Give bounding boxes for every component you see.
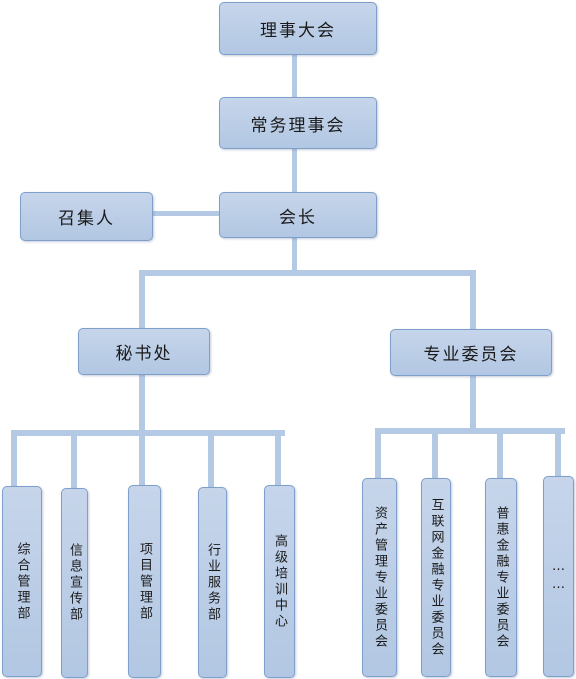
node-committees: 专业委员会 xyxy=(390,329,552,376)
connector-committee-2 xyxy=(432,428,438,478)
dept-project-management-label: 项目管理部 xyxy=(137,541,152,622)
connector-dept-4 xyxy=(208,430,214,487)
committee-more-label: …… xyxy=(551,558,566,595)
connector-dept-1 xyxy=(11,430,17,486)
dept-industry-service: 行业服务部 xyxy=(198,487,227,678)
connector-assembly-standing xyxy=(292,55,297,97)
connector-standing-president xyxy=(292,149,297,192)
connector-to-committees xyxy=(470,270,476,329)
connector-dept-3 xyxy=(139,430,145,485)
connector-committees-horizontal xyxy=(375,428,565,434)
connector-dept-5 xyxy=(275,430,281,485)
connector-convener-president xyxy=(152,211,219,216)
connector-president-down xyxy=(292,238,297,271)
dept-information-publicity: 信息宣传部 xyxy=(61,488,88,678)
connector-dept-2 xyxy=(71,430,77,488)
committee-internet-finance-label: 互联网金融专业委员会 xyxy=(428,497,444,658)
connector-secretariat-down xyxy=(139,374,145,432)
committee-inclusive-finance-label: 普惠金融专业委员会 xyxy=(493,505,509,650)
dept-project-management: 项目管理部 xyxy=(128,485,161,678)
node-secretariat: 秘书处 xyxy=(78,328,210,375)
committee-more: …… xyxy=(543,476,574,677)
dept-information-publicity-label: 信息宣传部 xyxy=(67,543,82,623)
connector-secretariat-horizontal xyxy=(11,430,285,436)
node-standing-council: 常务理事会 xyxy=(219,97,377,149)
committee-inclusive-finance: 普惠金融专业委员会 xyxy=(485,478,517,677)
connector-president-horizontal xyxy=(139,270,476,276)
connector-committees-down xyxy=(470,375,476,430)
committee-asset-management: 资产管理专业委员会 xyxy=(362,478,397,677)
node-convener: 召集人 xyxy=(20,192,153,241)
committee-asset-management-label: 资产管理专业委员会 xyxy=(372,505,387,650)
node-committees-label: 专业委员会 xyxy=(423,345,519,365)
node-secretariat-label: 秘书处 xyxy=(115,344,173,364)
connector-committee-4 xyxy=(555,428,561,476)
dept-advanced-training-label: 高级培训中心 xyxy=(272,533,287,630)
dept-industry-service-label: 行业服务部 xyxy=(205,542,220,623)
dept-advanced-training: 高级培训中心 xyxy=(264,485,295,678)
node-general-assembly: 理事大会 xyxy=(219,2,377,55)
node-general-assembly-label: 理事大会 xyxy=(260,21,336,41)
dept-general-management: 综合管理部 xyxy=(2,486,42,677)
connector-committee-3 xyxy=(497,428,503,478)
node-convener-label: 召集人 xyxy=(58,209,115,229)
dept-general-management-label: 综合管理部 xyxy=(14,541,30,622)
node-standing-council-label: 常务理事会 xyxy=(250,115,346,136)
node-president: 会长 xyxy=(219,192,377,238)
connector-committee-1 xyxy=(375,428,381,478)
node-president-label: 会长 xyxy=(279,207,317,228)
committee-internet-finance: 互联网金融专业委员会 xyxy=(421,478,451,677)
connector-to-secretariat xyxy=(139,270,145,328)
